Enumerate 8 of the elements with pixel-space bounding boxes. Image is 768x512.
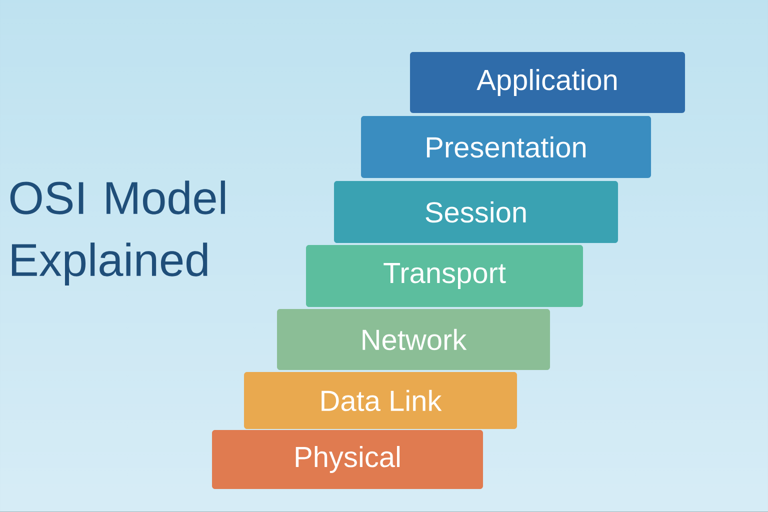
layer-box: Transport: [306, 245, 583, 307]
title: OSI Model Explained: [10, 180, 225, 286]
layer-box: Data Link: [244, 372, 517, 429]
layer-box: Network: [277, 309, 550, 370]
layer-box: Session: [334, 181, 618, 243]
layer-box: Physical: [212, 430, 483, 489]
layer-box: Application: [410, 52, 685, 113]
layer-box: Presentation: [361, 116, 651, 178]
